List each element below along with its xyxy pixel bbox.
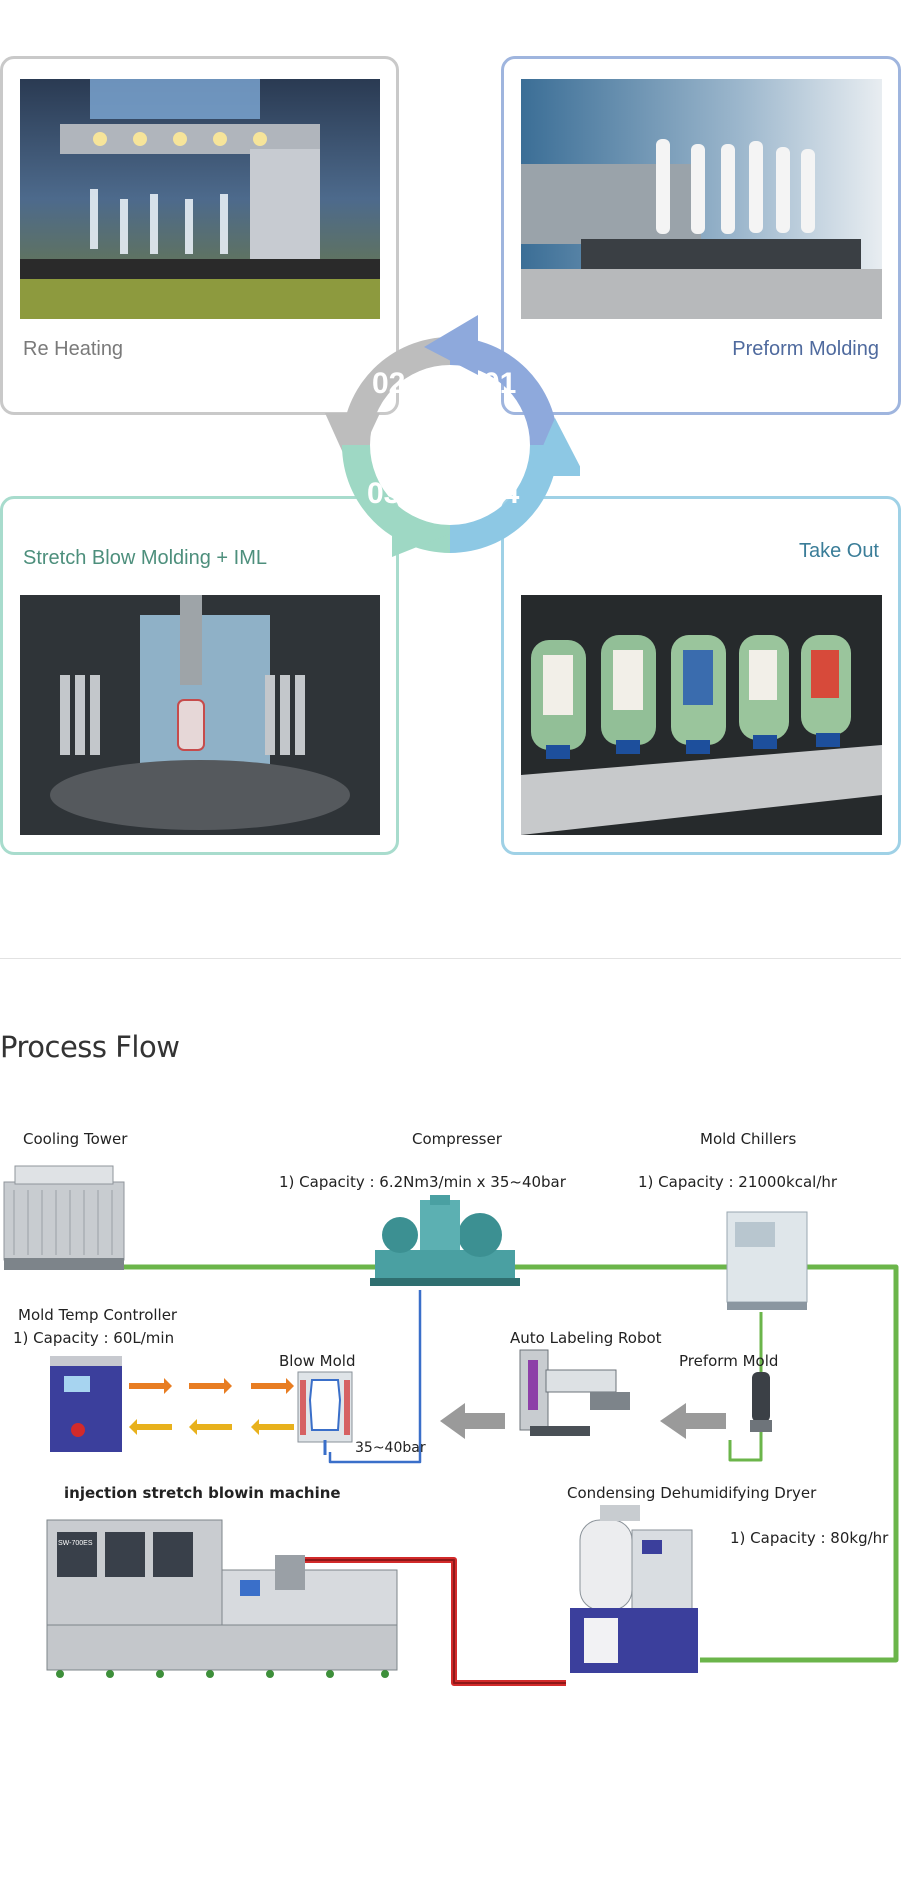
cooling-tower-label: Cooling Tower (23, 1130, 128, 1148)
mold-temp-controller-label: Mold Temp Controller (18, 1306, 178, 1324)
process-cycle-diagram: 02 01 03 04 (320, 315, 585, 575)
mold-temp-controller-icon (50, 1356, 122, 1452)
blow-mold-pressure: 35~40bar (355, 1440, 426, 1456)
mold-chillers-label: Mold Chillers (700, 1130, 797, 1148)
stage-number-03: 03 (367, 477, 400, 510)
mold-chillers-capacity: 1) Capacity : 21000kcal/hr (638, 1173, 838, 1191)
mold-chillers-icon (726, 1211, 808, 1310)
blow-mold-icon (297, 1371, 353, 1455)
take-out-photo (521, 595, 882, 835)
stage-label-take-out: Take Out (798, 540, 879, 562)
stretch-blow-molding-photo (20, 595, 380, 835)
machine-badge: SW-700ES (58, 1540, 93, 1547)
stage-number-04: 04 (486, 477, 520, 510)
stage-number-02: 02 (372, 367, 405, 400)
condensing-dehumidifying-dryer-icon (570, 1505, 698, 1673)
stage-number-01: 01 (483, 367, 516, 400)
section-divider (0, 958, 901, 959)
preform-mold-icon (750, 1372, 772, 1432)
hot-water-arrows (129, 1378, 294, 1394)
stage-card-stretch-blow-molding: Stretch Blow Molding + IML (0, 496, 399, 855)
cold-water-arrows (129, 1419, 294, 1435)
stage-card-take-out: Take Out (501, 496, 901, 855)
reheating-photo (20, 79, 380, 319)
blow-mold-label: Blow Mold (279, 1352, 356, 1370)
stage-label-reheating: Re Heating (23, 338, 124, 360)
machine-label: injection stretch blowin machine (64, 1484, 341, 1502)
stage-label-stretch-blow-molding: Stretch Blow Molding + IML (23, 547, 267, 569)
preform-molding-photo (521, 79, 882, 319)
stage-card-preform-molding: Preform Molding (501, 56, 901, 415)
auto-labeling-robot-label: Auto Labeling Robot (510, 1329, 662, 1347)
process-flow-diagram: SW-700ES Cooling Tower Compresser 1) Cap… (0, 1100, 901, 1780)
injection-stretch-blow-machine-icon: SW-700ES (46, 1519, 398, 1678)
cooling-tower-icon (3, 1165, 125, 1270)
flow-arrow-robot-to-blowmold (440, 1403, 505, 1439)
auto-labeling-robot-icon (519, 1349, 630, 1436)
preform-mold-label: Preform Mold (679, 1352, 779, 1370)
stage-card-reheating: Re Heating (0, 56, 399, 415)
dryer-capacity: 1) Capacity : 80kg/hr (730, 1529, 889, 1547)
mold-temp-controller-capacity: 1) Capacity : 60L/min (13, 1329, 175, 1347)
flow-arrow-preform-to-robot (660, 1403, 726, 1439)
compresser-capacity: 1) Capacity : 6.2Nm3/min x 35~40bar (279, 1173, 566, 1191)
compresser-icon (370, 1195, 520, 1286)
compresser-label: Compresser (412, 1130, 502, 1148)
dryer-label: Condensing Dehumidifying Dryer (567, 1484, 817, 1502)
process-flow-title: Process Flow (0, 1030, 180, 1064)
stage-label-preform-molding: Preform Molding (732, 338, 879, 360)
